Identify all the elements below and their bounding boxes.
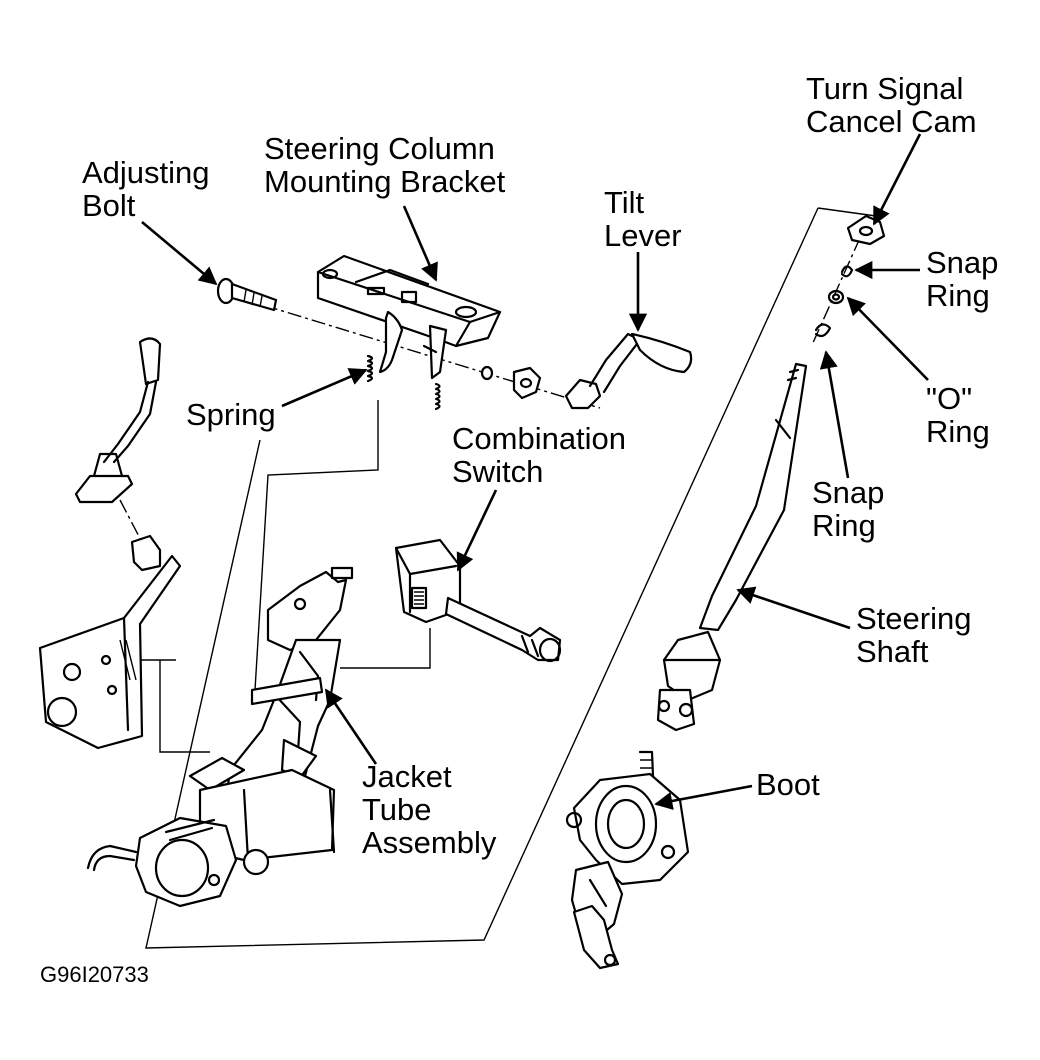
label-combination-switch: Combination Switch: [452, 421, 627, 489]
label-steering-column-mounting-bracket: Steering Column Mounting Bracket: [264, 131, 506, 199]
label-turn-signal-cancel-cam: Turn Signal Cancel Cam: [806, 71, 977, 139]
label-steering-shaft: Steering Shaft: [856, 601, 972, 669]
label-boot: Boot: [756, 767, 820, 802]
label-snap-ring-top: Snap Ring: [926, 245, 999, 313]
label-tilt-lever: Tilt Lever: [604, 185, 682, 253]
mounting-bracket-part: [316, 254, 502, 380]
steering-shaft-part: [656, 362, 808, 732]
label-adjusting-bolt: Adjusting Bolt: [82, 155, 210, 223]
snap-ring-top-part: [840, 265, 854, 278]
combination-switch-part: [394, 538, 562, 663]
tilt-lever-part: [564, 332, 693, 410]
label-o-ring: "O" Ring: [926, 381, 990, 449]
label-jacket-tube-assembly: Jacket Tube Assembly: [362, 759, 497, 860]
snap-ring-lower-part: [814, 323, 832, 338]
spring-parts: [366, 354, 441, 411]
o-ring-part: [827, 289, 845, 305]
label-spring: Spring: [186, 397, 276, 432]
shift-lever-part: [38, 337, 182, 750]
cancel-cam-part: [846, 214, 886, 246]
adjusting-bolt-part: [216, 277, 278, 312]
boot-part: [565, 750, 690, 970]
label-snap-ring-lower: Snap Ring: [812, 475, 885, 543]
tilt-washers: [480, 365, 542, 400]
assembly-guide-lines: [98, 207, 877, 949]
figure-code: G96I20733: [40, 962, 149, 987]
jacket-tube-part: [86, 566, 354, 908]
leader-arrows: [141, 133, 929, 810]
